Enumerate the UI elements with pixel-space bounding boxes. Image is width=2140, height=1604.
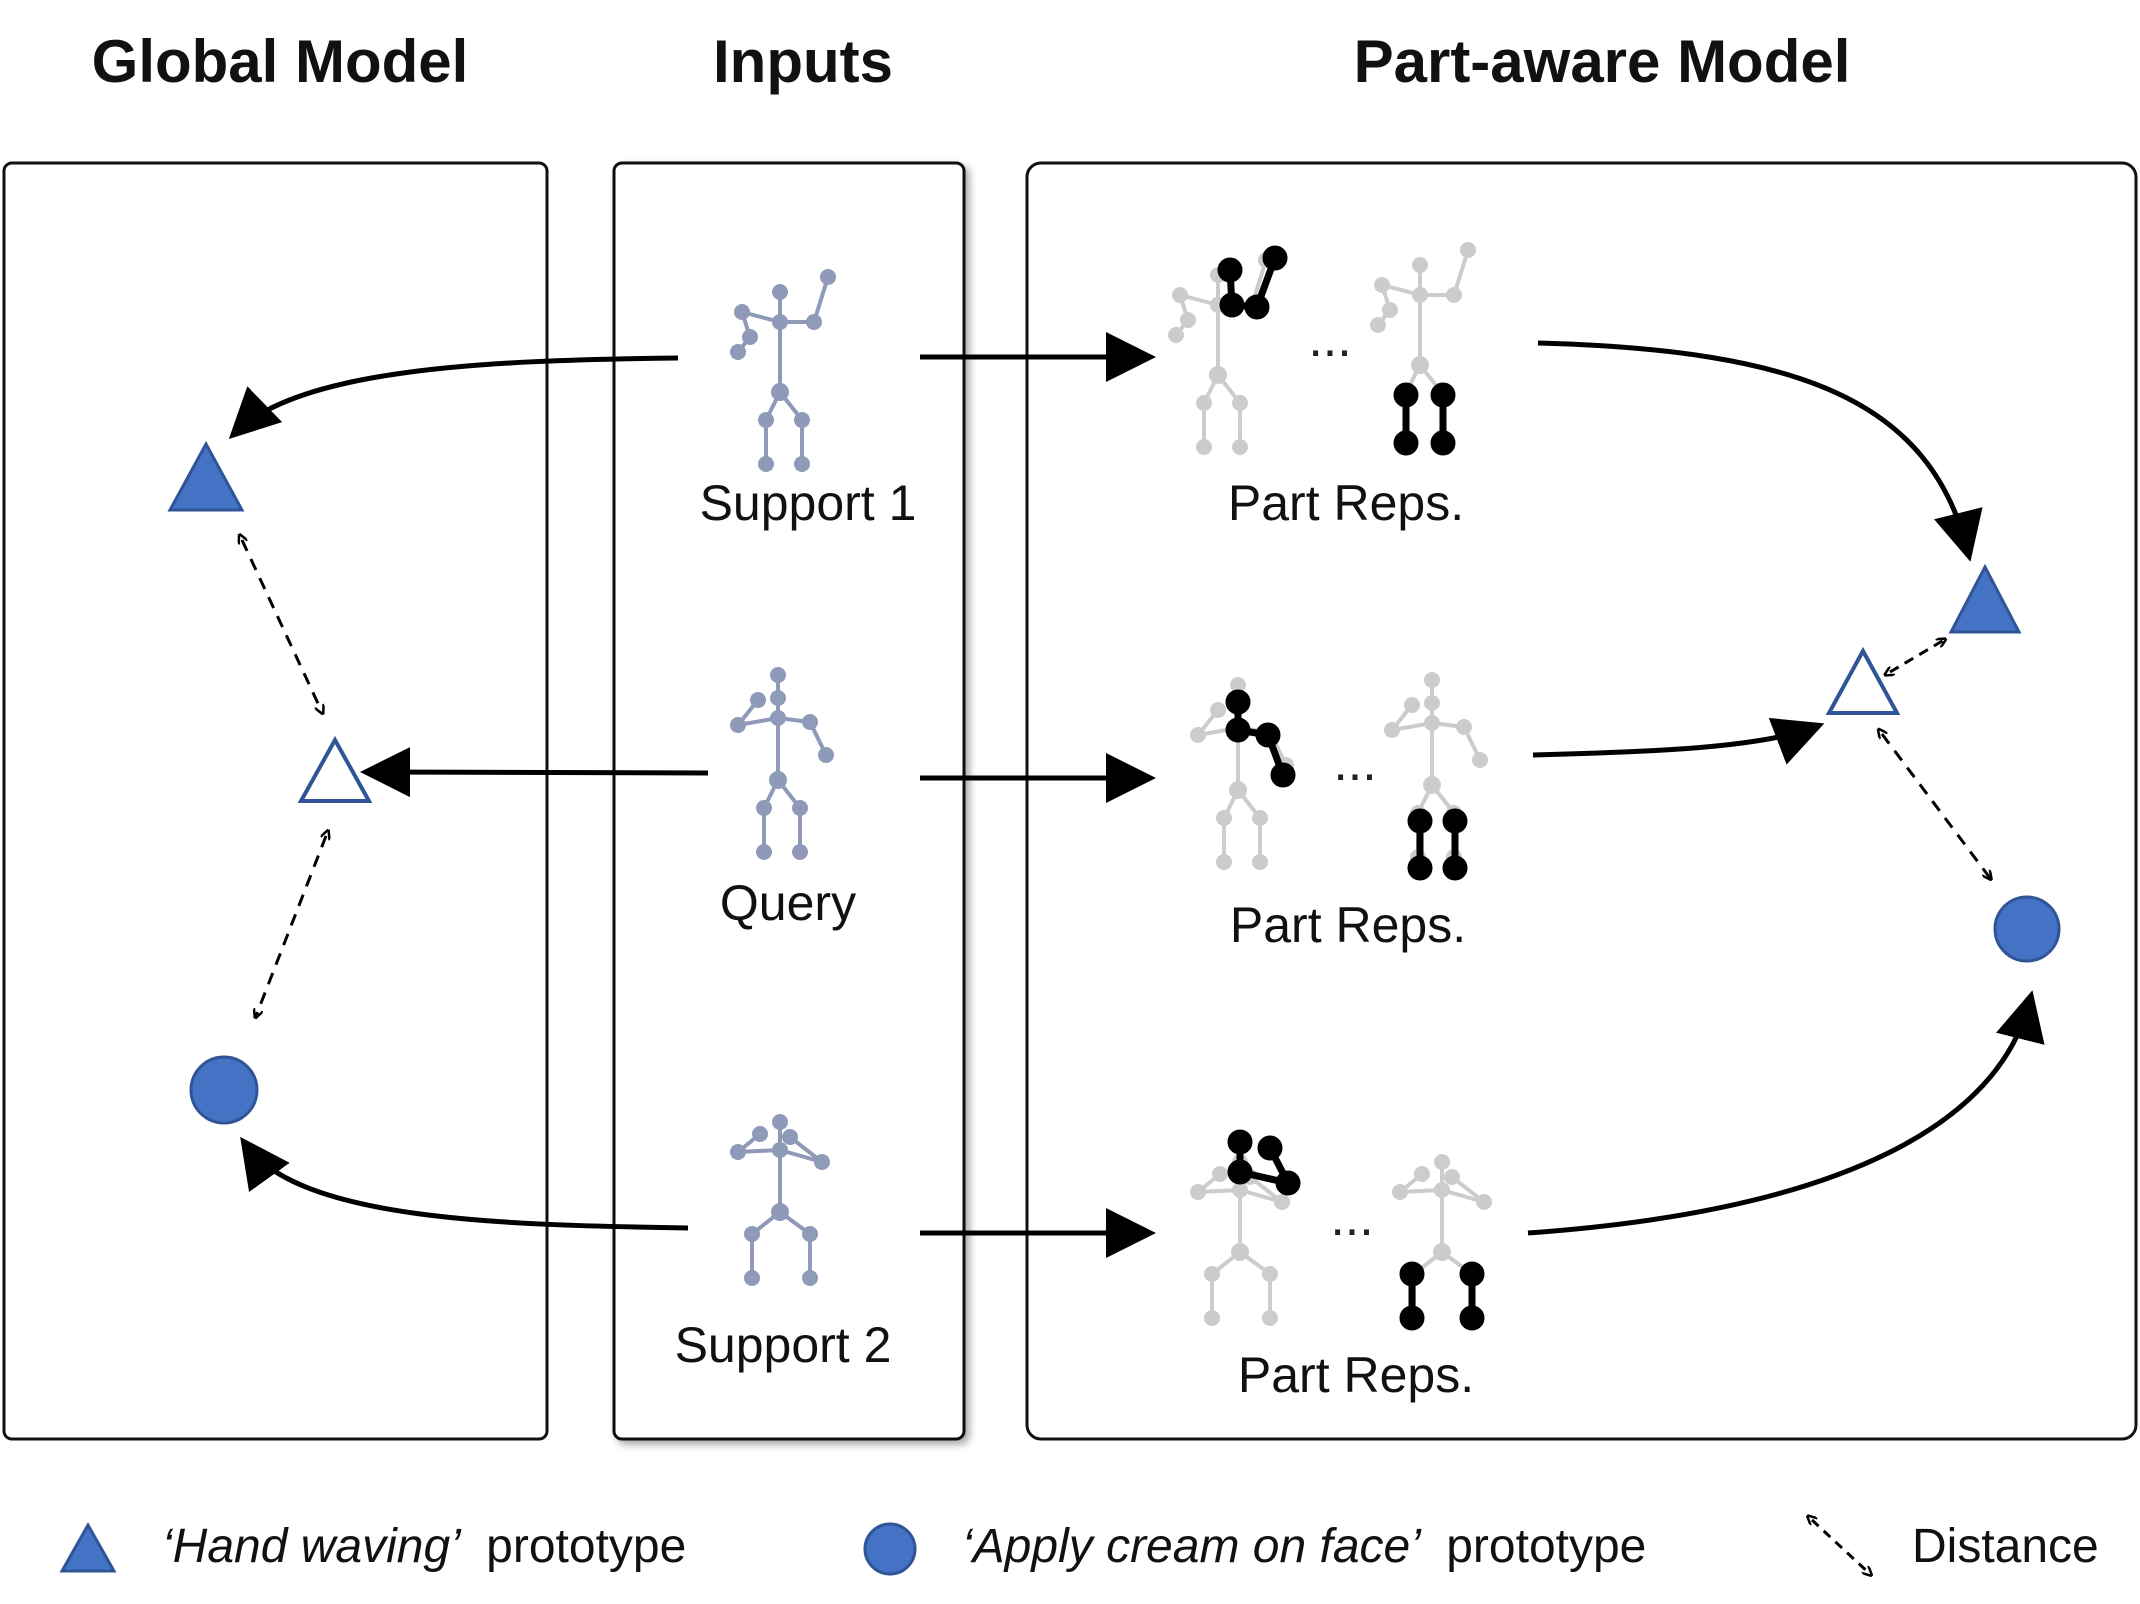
legend-distance-label: Distance [1912,1520,2099,1573]
part-rep-row1-skeleton-a-icon [1168,252,1274,455]
part-rep-row2-ellipsis: ... [1333,734,1376,792]
query-to-global-arrow [360,747,709,798]
part-distance-arrow-top [1890,640,1944,672]
part-rep-row1-highlight-arm-icon [1217,245,1288,320]
part-reps-row1-label: Part Reps. [1228,475,1464,531]
support1-label: Support 1 [700,475,917,531]
query-label: Query [720,875,856,931]
part-aware-model-title: Part-aware Model [1354,28,1851,95]
legend-hand-waving-icon [59,1521,117,1573]
part-distance-arrow-bottom [1882,734,1990,878]
part-rep-row2-highlight-arm-icon [1225,689,1296,788]
legend-apply-cream-icon [863,1522,917,1576]
global-model-panel [2,161,549,1441]
legend-hand-waving-quote: ‘Hand waving’ [162,1520,462,1573]
part-aware-model-panel [1025,161,2138,1441]
part-rep-row3-skeleton-b-icon [1392,1154,1492,1326]
part-rep-row3-highlight-arm-icon [1227,1129,1301,1196]
legend-hand-waving-prototype-word: prototype [486,1520,686,1573]
global-hand-waving-prototype-triangle [167,440,245,512]
part-rep-row1-highlight-legs-icon [1393,382,1456,456]
part-apply-cream-prototype-circle [1993,895,2061,963]
inputs-panel [612,161,966,1441]
inputs-title: Inputs [713,28,893,95]
legend-apply-cream-prototype-word: prototype [1446,1520,1646,1573]
legend-apply-cream: ‘Apply cream on face’ prototype [962,1520,1646,1573]
global-apply-cream-prototype-circle [189,1055,259,1125]
legend-distance-icon [1812,1520,1870,1574]
part-reps-row3-to-prototype-arrow [1527,990,2045,1236]
global-query-prototype-hollow-triangle [297,735,373,803]
support2-label: Support 2 [675,1317,892,1373]
legend-apply-cream-quote: ‘Apply cream on face’ [962,1520,1422,1573]
part-rep-row1-skeleton-b-icon [1370,242,1476,445]
global-distance-arrow-bottom [256,836,326,1016]
part-reps-row2-label: Part Reps. [1230,897,1466,953]
legend-hand-waving: ‘Hand waving’ prototype [162,1520,686,1573]
part-query-prototype-hollow-triangle [1825,646,1901,715]
part-reps-row2-to-prototype-arrow [1532,717,1825,765]
part-rep-row1-ellipsis: ... [1308,310,1351,368]
part-reps-row3-label: Part Reps. [1238,1347,1474,1403]
global-distance-arrow-top [242,540,322,712]
part-reps-row1-to-prototype-arrow [1537,340,1983,562]
part-rep-row3-ellipsis: ... [1330,1189,1373,1247]
part-rep-row2-highlight-legs-icon [1407,808,1468,881]
support1-to-global-arrow [228,355,679,439]
part-rep-row3-highlight-legs-icon [1399,1261,1485,1331]
part-hand-waving-prototype-triangle [1948,563,2022,634]
support2-to-global-arrow [240,1136,689,1231]
global-model-title: Global Model [92,28,469,95]
part-rep-row2-skeleton-b-icon [1384,672,1488,865]
